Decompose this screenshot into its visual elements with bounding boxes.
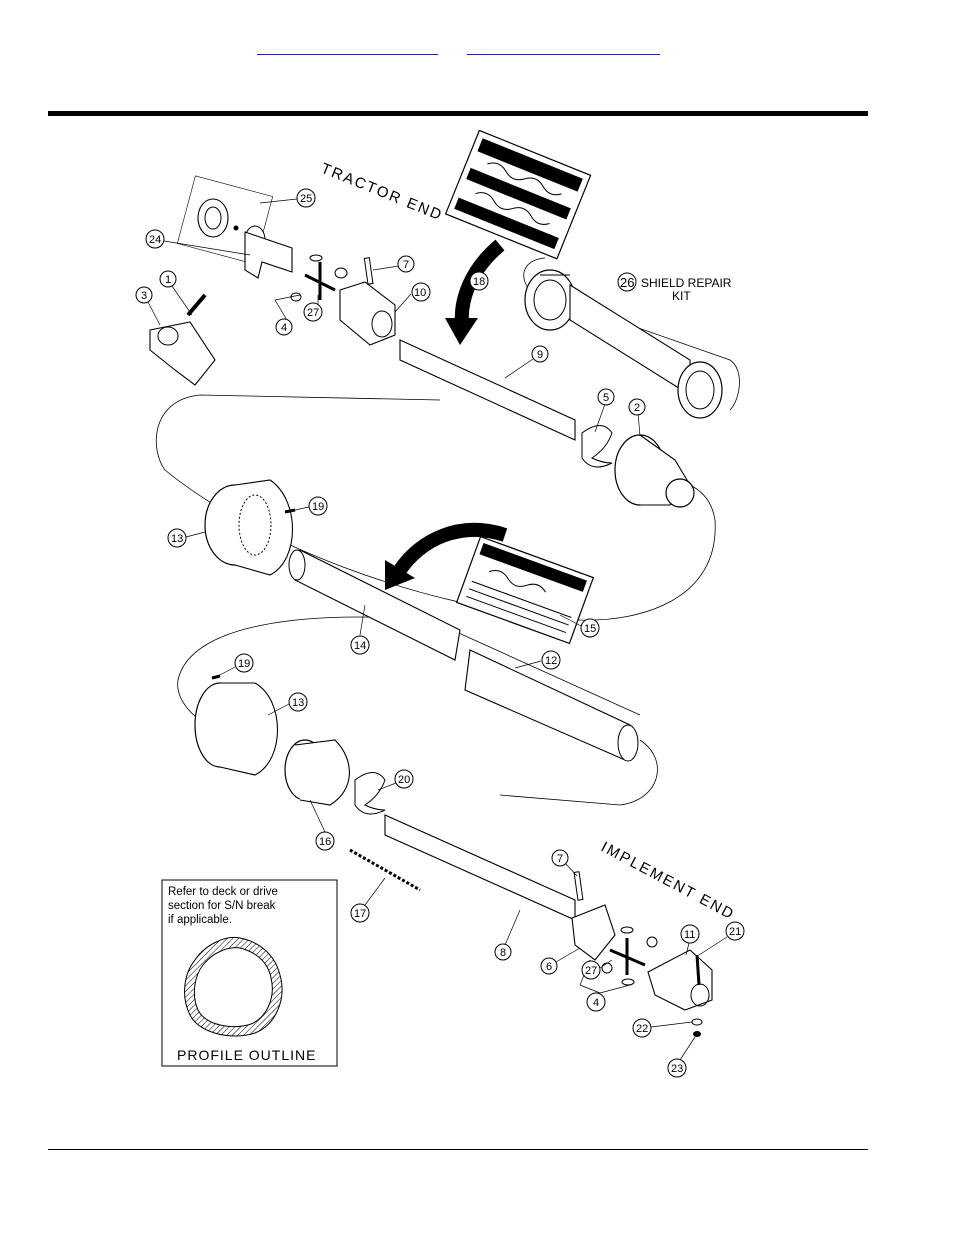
bearing-5 (582, 426, 612, 468)
tube-9 (400, 340, 575, 440)
callout-23: 23 (671, 1063, 683, 1075)
exploded-parts-diagram: TRACTOR END 26 SHIELD REPAIR KIT (130, 130, 770, 1080)
callout-7-tractor: 7 (403, 259, 409, 271)
shield-13-lower (195, 683, 278, 775)
callout-27-tractor: 27 (307, 307, 319, 319)
callout-17: 17 (354, 908, 366, 920)
note-line-3: if applicable. (168, 914, 232, 926)
shield-repair-kit-number: 26 (620, 275, 634, 290)
callout-7-implement: 7 (557, 853, 563, 865)
yoke-11 (648, 950, 712, 1010)
callout-9: 9 (537, 349, 543, 361)
shield-repair-kit-26 (525, 270, 722, 418)
callout-4-tractor: 4 (281, 322, 287, 334)
callout-5: 5 (603, 392, 609, 404)
tube-8 (385, 815, 575, 920)
decal-15 (457, 537, 594, 644)
callout-6: 6 (546, 961, 552, 973)
nut-23 (693, 1031, 701, 1037)
profile-outline-label: PROFILE OUTLINE (177, 1047, 316, 1063)
callout-3: 3 (141, 290, 147, 302)
bearing-20 (355, 773, 385, 815)
callout-8: 8 (500, 947, 506, 959)
bolt-21 (697, 955, 699, 985)
yoke-24 (245, 232, 292, 278)
part-number-index-link[interactable] (467, 38, 660, 55)
callout-22: 22 (636, 1023, 648, 1035)
callout-25: 25 (300, 193, 312, 205)
washer-22 (692, 1019, 702, 1025)
yoke-6 (572, 905, 615, 960)
decal-18 (446, 130, 591, 258)
callout-14: 14 (354, 640, 366, 652)
cone-2 (615, 435, 694, 507)
tube-14 (295, 550, 460, 660)
header-rule (48, 111, 868, 116)
callout-24: 24 (149, 234, 161, 246)
pin-7-tractor (364, 258, 373, 284)
callout-13-upper: 13 (171, 533, 183, 545)
callout-19-upper: 19 (312, 501, 324, 513)
shield-repair-kit-label-1: SHIELD REPAIR (641, 276, 732, 290)
callout-4-implement: 4 (593, 997, 599, 1009)
shield-repair-kit-label-2: KIT (672, 289, 691, 303)
callout-16: 16 (319, 836, 331, 848)
screw-19-lower (212, 676, 220, 678)
callout-10: 10 (414, 287, 426, 299)
cone-16 (285, 740, 349, 805)
chain-17 (350, 850, 420, 890)
callout-20: 20 (398, 774, 410, 786)
note-line-1: Refer to deck or drive (168, 886, 278, 898)
footer-rule (48, 1149, 868, 1150)
note-line-2: section for S/N break (168, 900, 276, 912)
callout-27-implement: 27 (585, 965, 597, 977)
callout-1: 1 (165, 274, 171, 286)
shield-13-upper (205, 480, 293, 575)
bolt-1 (188, 295, 205, 315)
tractor-end-label: TRACTOR END (319, 160, 446, 224)
implement-end-label: IMPLEMENT END (598, 839, 738, 924)
callout-15: 15 (584, 623, 596, 635)
screw-19-upper (285, 510, 295, 512)
callout-11: 11 (684, 929, 695, 941)
callout-21: 21 (729, 926, 741, 938)
callout-13-lower: 13 (292, 697, 304, 709)
callout-18: 18 (473, 276, 485, 288)
pin-7-implement (574, 872, 583, 900)
table-of-contents-link[interactable] (257, 38, 438, 55)
cross-27-tractor (291, 255, 347, 301)
callout-12: 12 (545, 655, 557, 667)
callout-19-lower: 19 (238, 658, 250, 670)
callout-2: 2 (634, 402, 640, 414)
